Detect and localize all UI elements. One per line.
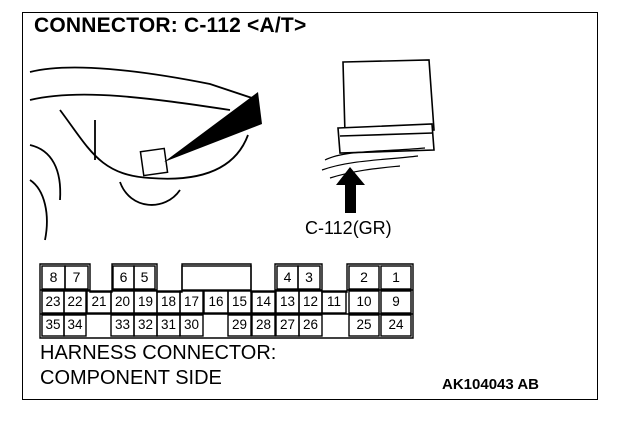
pin-10: 10 (356, 294, 372, 309)
pin-6: 6 (119, 269, 128, 285)
pin-30: 30 (183, 317, 200, 332)
pin-21: 21 (91, 294, 107, 309)
pin-34: 34 (67, 317, 83, 332)
pin-26: 26 (302, 317, 319, 332)
control-module (321, 59, 435, 179)
pin-25: 25 (356, 317, 372, 332)
pin-22: 22 (67, 294, 83, 309)
pin-28: 28 (255, 317, 272, 332)
pin-20: 20 (114, 294, 131, 309)
component-side-label: COMPONENT SIDE (40, 367, 222, 389)
pin-24: 24 (388, 317, 404, 332)
pin-11: 11 (326, 294, 341, 309)
pin-15: 15 (231, 294, 248, 309)
diagram-title: CONNECTOR: C-112 <A/T> (34, 14, 307, 37)
pin-19: 19 (137, 294, 154, 309)
pin-12: 12 (302, 294, 319, 309)
connector-face (39, 263, 414, 339)
pin-18: 18 (160, 294, 177, 309)
pin-23: 23 (45, 294, 61, 309)
pin-3: 3 (305, 269, 313, 285)
pin-2: 2 (360, 269, 368, 285)
arrow-up-icon (336, 167, 365, 213)
pin-16: 16 (208, 294, 224, 309)
pin-29: 29 (231, 317, 248, 332)
pin-17: 17 (183, 294, 200, 309)
pin-32: 32 (137, 317, 154, 332)
pin-5: 5 (140, 269, 149, 285)
figure-code: AK104043 AB (442, 376, 539, 393)
dashboard-sketch (29, 66, 259, 241)
pin-33: 33 (114, 317, 131, 332)
pin-4: 4 (283, 269, 292, 285)
pin-1: 1 (392, 269, 400, 285)
pin-35: 35 (45, 317, 61, 332)
pin-31: 31 (160, 317, 177, 332)
diagram-frame (22, 12, 598, 400)
pin-9: 9 (392, 294, 400, 309)
connector-location-marker (139, 92, 262, 177)
pin-14: 14 (255, 294, 272, 309)
harness-connector-label: HARNESS CONNECTOR: (40, 342, 277, 364)
pin-13: 13 (279, 294, 296, 309)
pin-7: 7 (72, 269, 81, 285)
pin-8: 8 (49, 269, 58, 285)
pin-27: 27 (279, 317, 296, 332)
connector-callout-label: C-112(GR) (305, 218, 392, 238)
